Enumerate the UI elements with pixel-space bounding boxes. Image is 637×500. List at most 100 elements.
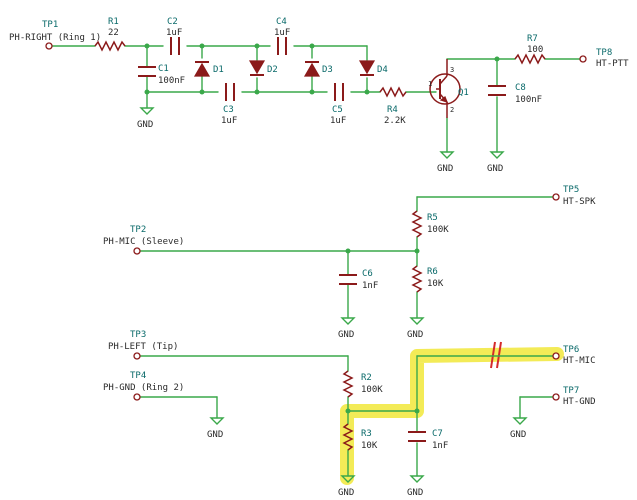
transistor-q1[interactable]: Q1 3 1 2 xyxy=(428,59,469,118)
r6-value: 10K xyxy=(427,279,444,289)
gnd-c8: GND xyxy=(487,151,505,174)
q1-pin-collector: 3 xyxy=(450,66,454,74)
tp7[interactable]: TP7 HT-GND xyxy=(552,386,596,407)
c7-value: 1nF xyxy=(432,441,448,451)
capacitor-c4[interactable]: C4 1uF xyxy=(274,17,290,55)
r5-ref: R5 xyxy=(427,213,438,223)
gnd-r6: GND xyxy=(407,317,425,340)
c3-value: 1uF xyxy=(221,116,237,126)
capacitor-c6[interactable]: C6 1nF xyxy=(339,269,378,291)
highlight-stroke xyxy=(340,347,564,485)
c4-ref: C4 xyxy=(276,17,287,27)
c3-ref: C3 xyxy=(223,105,234,115)
gnd-tp7: GND xyxy=(510,417,528,440)
tp3-ref: TP3 xyxy=(130,330,146,340)
diode-d1[interactable]: D1 xyxy=(193,61,224,77)
r3-value: 10K xyxy=(361,441,378,451)
tp2[interactable]: TP2 PH-MIC (Sleeve) xyxy=(103,225,184,255)
c4-value: 1uF xyxy=(274,28,290,38)
r3-ref: R3 xyxy=(361,429,372,439)
resistor-r2[interactable]: R2 100K xyxy=(342,370,383,398)
gnd-c7: GND xyxy=(407,475,425,498)
tp2-ref: TP2 xyxy=(130,225,146,235)
gnd-label: GND xyxy=(207,430,223,440)
capacitor-c8[interactable]: C8 100nF xyxy=(488,83,542,105)
r4-value: 2.2K xyxy=(384,116,406,126)
r2-value: 100K xyxy=(361,385,383,395)
left-gnd-wires xyxy=(139,355,554,477)
c5-value: 1uF xyxy=(330,116,346,126)
c6-ref: C6 xyxy=(362,269,373,279)
ptt-circuit-wires xyxy=(51,45,581,153)
capacitor-c1[interactable]: C1 100nF xyxy=(138,64,185,86)
c6-value: 1nF xyxy=(362,281,378,291)
tp5-name: HT-SPK xyxy=(563,197,596,207)
cut-mark-2 xyxy=(496,341,502,369)
r1-ref: R1 xyxy=(108,17,119,27)
r1-value: 22 xyxy=(108,28,119,38)
c7-ref: C7 xyxy=(432,429,443,439)
tp1-ref: TP1 xyxy=(42,20,58,30)
resistor-r5[interactable]: R5 100K xyxy=(411,210,449,238)
resistor-r3[interactable]: R3 10K xyxy=(342,423,378,451)
gnd-q1: GND xyxy=(437,151,455,174)
tp4[interactable]: TP4 PH-GND (Ring 2) xyxy=(103,371,184,401)
diode-d3[interactable]: D3 xyxy=(303,61,333,77)
tp2-name: PH-MIC (Sleeve) xyxy=(103,237,184,247)
junction-dots xyxy=(144,43,500,414)
r2-ref: R2 xyxy=(361,373,372,383)
d3-ref: D3 xyxy=(322,65,333,75)
gnd-r3: GND xyxy=(338,475,356,498)
gnd-label: GND xyxy=(407,488,423,498)
gnd-label: GND xyxy=(437,164,453,174)
gnd-label: GND xyxy=(510,430,526,440)
c8-value: 100nF xyxy=(515,95,542,105)
c1-value: 100nF xyxy=(158,76,185,86)
resistor-r6[interactable]: R6 10K xyxy=(411,265,444,293)
d1-ref: D1 xyxy=(213,65,224,75)
tp5-ref: TP5 xyxy=(563,185,579,195)
q1-pin-base: 1 xyxy=(428,80,432,88)
tp1[interactable]: TP1 PH-RIGHT (Ring 1) xyxy=(9,20,101,50)
resistor-r7[interactable]: R7 100 xyxy=(514,34,546,65)
gnd-label: GND xyxy=(407,330,423,340)
resistor-r1[interactable]: R1 22 xyxy=(94,17,126,52)
c1-ref: C1 xyxy=(158,64,169,74)
capacitor-c3[interactable]: C3 1uF xyxy=(221,83,237,126)
gnd-c6: GND xyxy=(338,317,356,340)
gnd-label: GND xyxy=(338,488,354,498)
gnd-label: GND xyxy=(487,164,503,174)
tp8-ref: TP8 xyxy=(596,48,612,58)
gnd-label: GND xyxy=(137,120,153,130)
tp3[interactable]: TP3 PH-LEFT (Tip) xyxy=(108,330,178,360)
resistor-r4[interactable]: R4 2.2K xyxy=(379,86,407,126)
r6-ref: R6 xyxy=(427,267,438,277)
tp8[interactable]: TP8 HT-PTT xyxy=(579,48,629,69)
c8-ref: C8 xyxy=(515,83,526,93)
capacitor-c5[interactable]: C5 1uF xyxy=(330,83,346,126)
tp6-ref: TP6 xyxy=(563,345,579,355)
tp7-ref: TP7 xyxy=(563,386,579,396)
gnd-label: GND xyxy=(338,330,354,340)
capacitor-c2[interactable]: C2 1uF xyxy=(166,17,182,55)
c2-ref: C2 xyxy=(167,17,178,27)
r5-value: 100K xyxy=(427,225,449,235)
diode-d2[interactable]: D2 xyxy=(248,60,278,76)
q1-ref: Q1 xyxy=(458,88,469,98)
speaker-mic-wires xyxy=(139,196,554,319)
highlight-annotation xyxy=(340,341,564,485)
tp7-name: HT-GND xyxy=(563,397,596,407)
gnd-c1: GND xyxy=(137,107,155,130)
d4-ref: D4 xyxy=(377,65,388,75)
tp5[interactable]: TP5 HT-SPK xyxy=(552,185,596,207)
diode-d4[interactable]: D4 xyxy=(358,60,388,76)
tp3-name: PH-LEFT (Tip) xyxy=(108,342,178,352)
q1-pin-emitter: 2 xyxy=(450,106,454,114)
capacitor-c7[interactable]: C7 1nF xyxy=(408,429,448,451)
r4-ref: R4 xyxy=(387,105,398,115)
tp6[interactable]: TP6 HT-MIC xyxy=(552,345,596,366)
c5-ref: C5 xyxy=(332,105,343,115)
gnd-tp4: GND xyxy=(207,417,225,440)
c2-value: 1uF xyxy=(166,28,182,38)
